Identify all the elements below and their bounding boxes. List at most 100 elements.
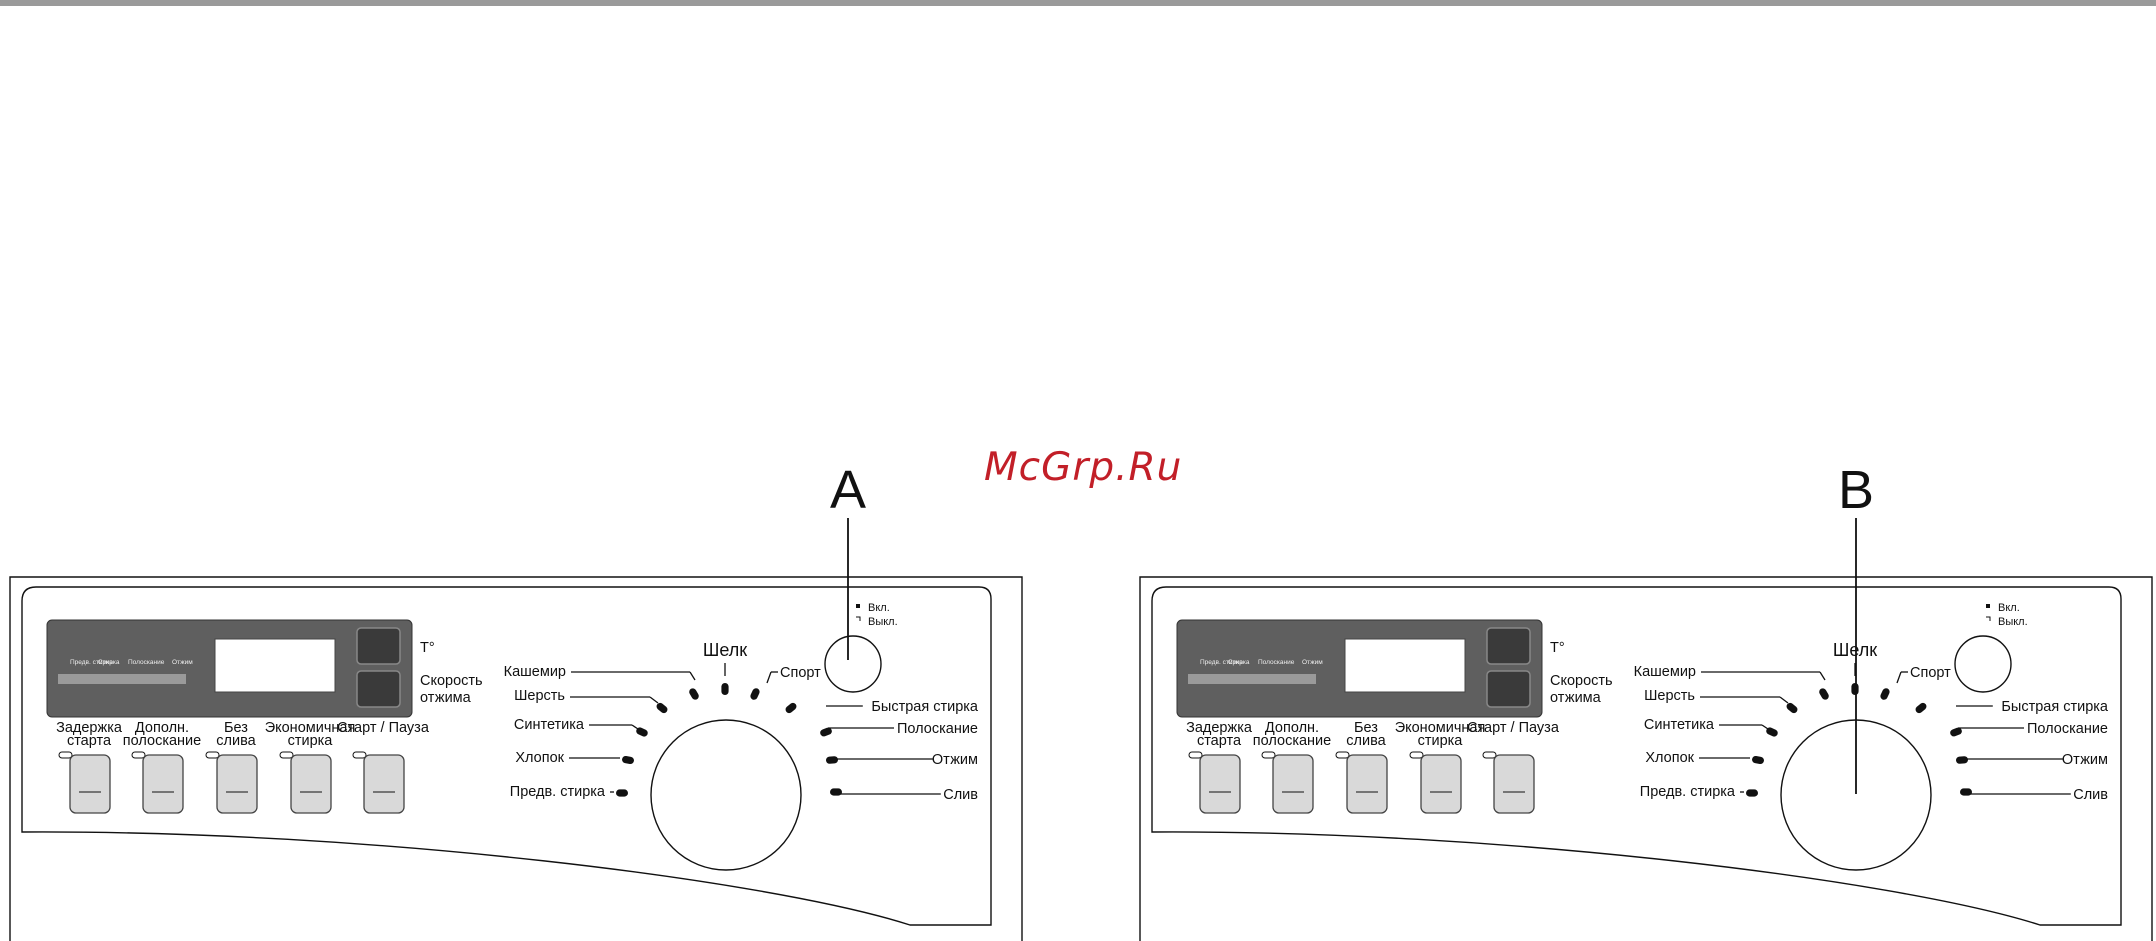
program-led-shape (616, 789, 628, 797)
program-led-shape (1746, 789, 1758, 797)
program-label: Полоскание (897, 721, 978, 737)
program-label: Отжим (2062, 752, 2108, 768)
program-led-shape (1915, 702, 1927, 714)
option-button[interactable] (290, 754, 332, 814)
power-on-symbol (1986, 604, 1990, 608)
option-button-label: старта (67, 733, 112, 749)
program-leader-line (1896, 671, 1902, 684)
option-button-label: Задержка (1186, 720, 1253, 736)
top-rule (0, 0, 2156, 6)
option-button[interactable] (1493, 754, 1535, 814)
program-led-shape (830, 788, 842, 796)
program-led-shape (689, 688, 699, 700)
temperature-label: T° (420, 640, 435, 656)
spin-speed-button[interactable] (356, 670, 401, 708)
program-led (1752, 755, 1764, 765)
option-button[interactable] (363, 754, 405, 814)
program-led (1766, 727, 1778, 737)
program-led-shape (1950, 727, 1962, 737)
program-leader-line (689, 671, 696, 681)
panel-fascia-outline (21, 586, 992, 926)
option-button-label: Задержка (56, 720, 123, 736)
option-button-label: Дополн. (135, 720, 189, 736)
program-led (820, 727, 832, 737)
program-led (656, 702, 668, 714)
option-indicator-led (1335, 751, 1350, 759)
program-led (826, 756, 838, 764)
option-button-label: стирка (1418, 733, 1464, 749)
watermark: McGrp.Ru (984, 445, 1183, 490)
program-label: Синтетика (514, 717, 585, 733)
power-button[interactable] (824, 635, 882, 693)
program-led (721, 683, 729, 695)
option-button[interactable] (69, 754, 111, 814)
power-off-symbol (1986, 616, 1991, 621)
power-off-symbol (856, 616, 861, 621)
power-on-symbol (856, 604, 860, 608)
power-off-label: Выкл. (1998, 616, 2028, 628)
power-off-label: Выкл. (868, 616, 898, 628)
program-leader-line (1779, 696, 1789, 704)
program-led-shape (656, 702, 668, 714)
spin-speed-label: отжима (1550, 690, 1602, 706)
program-led (689, 688, 699, 700)
option-button-label: Без (1354, 720, 1378, 736)
program-label: Кашемир (1634, 664, 1696, 680)
option-button[interactable] (1199, 754, 1241, 814)
program-label: Шелк (1833, 640, 1877, 660)
program-leader-line (766, 671, 772, 684)
option-indicator-led (279, 751, 294, 759)
program-label: Хлопок (1645, 750, 1694, 766)
option-button[interactable] (1346, 754, 1388, 814)
option-indicator-led (1409, 751, 1424, 759)
program-led-shape (1786, 702, 1798, 714)
option-button-label: Экономичная (265, 720, 356, 736)
lcd-screen (214, 638, 336, 693)
option-button-label: Старт / Пауза (337, 720, 430, 736)
program-led (750, 688, 760, 700)
program-label: Предв. стирка (1640, 784, 1736, 800)
program-led (1956, 756, 1968, 764)
program-led (1915, 702, 1927, 714)
program-led-shape (820, 727, 832, 737)
program-led-shape (1960, 788, 1972, 796)
program-led-shape (622, 755, 634, 765)
option-indicator-led (58, 751, 73, 759)
program-led (616, 789, 628, 797)
lcd-screen (1344, 638, 1466, 693)
option-indicator-led (205, 751, 220, 759)
temperature-button[interactable] (356, 627, 401, 665)
power-button[interactable] (1954, 635, 2012, 693)
option-button-label: полоскание (123, 733, 201, 749)
panel-outer-frame (9, 576, 1023, 941)
option-indicator-led (1188, 751, 1203, 759)
program-led (1819, 688, 1829, 700)
program-led (1786, 702, 1798, 714)
display-phase-label: Предв. стирка (70, 659, 113, 666)
program-led (1880, 688, 1890, 700)
program-led-shape (1766, 727, 1778, 737)
display-phase-label: Отжим (1302, 659, 1323, 666)
program-label: Спорт (780, 665, 821, 681)
program-selector-knob[interactable] (650, 719, 802, 871)
option-button[interactable] (216, 754, 258, 814)
program-led-shape (750, 688, 760, 700)
spin-speed-label: Скорость (420, 673, 483, 689)
program-led (622, 755, 634, 765)
temperature-button[interactable] (1486, 627, 1531, 665)
option-indicator-led (131, 751, 146, 759)
display-phase-label: Стирка (98, 659, 120, 666)
program-label: Быстрая стирка (871, 699, 979, 715)
program-label: Хлопок (515, 750, 564, 766)
program-led-shape (1880, 688, 1890, 700)
option-button[interactable] (1420, 754, 1462, 814)
option-button[interactable] (1272, 754, 1314, 814)
progress-indicator-strip (1188, 674, 1316, 684)
program-led (785, 702, 797, 714)
panel-fascia-outline (1151, 586, 2122, 926)
temperature-label: T° (1550, 640, 1565, 656)
option-button[interactable] (142, 754, 184, 814)
option-indicator-led (1482, 751, 1497, 759)
spin-speed-button[interactable] (1486, 670, 1531, 708)
